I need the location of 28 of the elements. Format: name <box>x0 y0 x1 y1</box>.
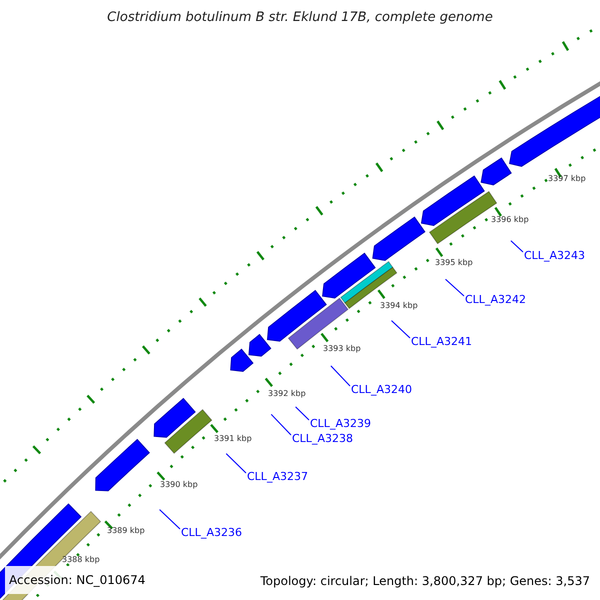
locus-label: CLL_A3242 <box>465 293 526 307</box>
leader-line <box>159 509 180 530</box>
locus-label: CLL_A3240 <box>351 383 412 397</box>
locus-label: CLL_A3243 <box>524 249 585 263</box>
genome-summary: Topology: circular; Length: 3,800,327 bp; Genes: 3,537 <box>260 574 590 588</box>
scale-label: 3397 kbp <box>548 173 586 185</box>
leader-line <box>445 278 464 296</box>
leader-line <box>391 320 410 338</box>
scale-label: 3394 kbp <box>380 300 418 312</box>
map-title: Clostridium botulinum B str. Eklund 17B, complete genome <box>106 11 494 25</box>
scale-label: 3395 kbp <box>435 257 473 269</box>
scale-label: 3388 kbp <box>62 554 100 566</box>
scale-label: 3389 kbp <box>107 525 145 537</box>
leader-line <box>330 365 350 386</box>
leader-line <box>226 453 246 474</box>
scale-label: 3391 kbp <box>214 433 252 445</box>
leader-line <box>270 414 292 436</box>
leader-line <box>295 406 310 420</box>
scale-label: 3396 kbp <box>491 214 529 226</box>
locus-label: CLL_A3239 <box>310 417 371 431</box>
locus-label: CLL_A3241 <box>411 335 472 349</box>
leader-line <box>510 240 524 252</box>
scale-label: 3392 kbp <box>268 388 306 400</box>
locus-label: CLL_A3237 <box>247 470 308 484</box>
scale-label: 3393 kbp <box>323 343 361 355</box>
locus-label: CLL_A3238 <box>292 432 353 446</box>
locus-label: CLL_A3236 <box>181 526 242 540</box>
scale-label: 3390 kbp <box>160 479 198 491</box>
